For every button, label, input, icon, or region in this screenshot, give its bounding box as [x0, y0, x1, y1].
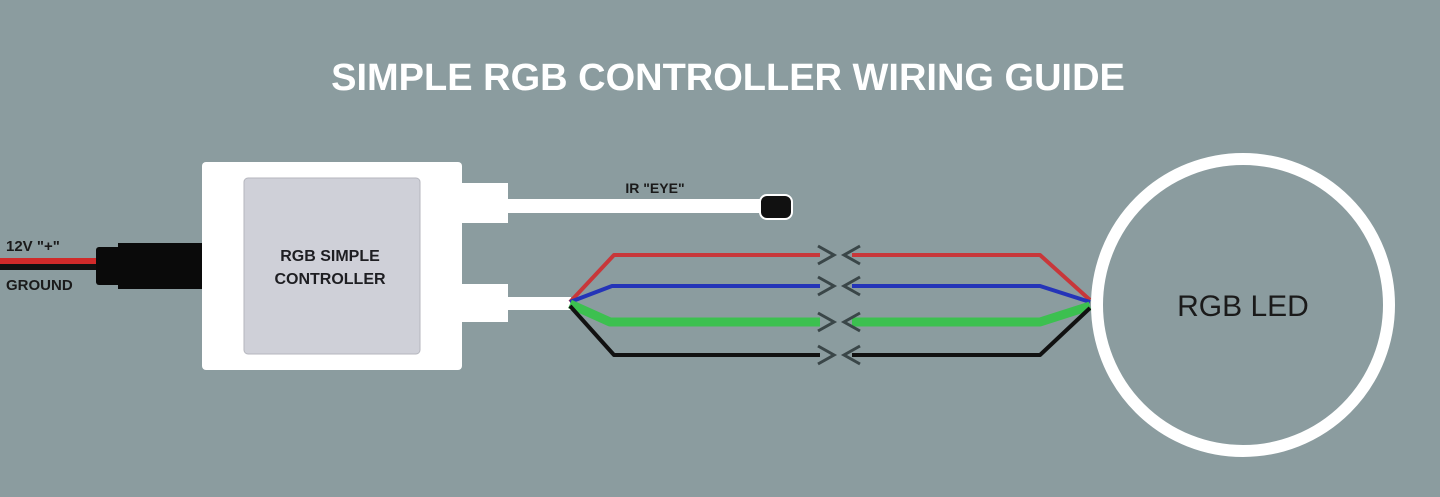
arrow-left-icon [840, 244, 861, 266]
rgb-led-ring [1091, 153, 1395, 457]
diagram-title: SIMPLE RGB CONTROLLER WIRING GUIDE [331, 57, 1125, 99]
rgb-controller [202, 162, 571, 370]
arrow-right-icon [817, 311, 838, 333]
black-wire [568, 304, 820, 357]
rgb-wires [568, 253, 1092, 357]
ground-label: GROUND [6, 277, 73, 294]
ir-eye-cable [505, 194, 793, 220]
arrow-right-icon [817, 244, 838, 266]
red-wire [568, 253, 820, 304]
blue-wire-right [852, 284, 1091, 304]
blue-wire [569, 284, 820, 304]
power-input-cable [0, 243, 204, 289]
ir-eye-label: IR "EYE" [625, 180, 684, 196]
positive-label: 12V "+" [6, 238, 60, 255]
connector-arrows [817, 244, 861, 366]
arrow-left-icon [840, 275, 861, 297]
arrow-right-icon [817, 344, 838, 366]
red-wire-right [852, 253, 1092, 302]
black-wire-right [852, 306, 1092, 357]
controller-label-line1: RGB SIMPLE [280, 248, 380, 265]
arrow-left-icon [840, 311, 861, 333]
rgb-led-label: RGB LED [1177, 290, 1309, 323]
green-wire [568, 299, 820, 327]
controller-label-line2: CONTROLLER [274, 271, 386, 288]
arrow-right-icon [817, 275, 838, 297]
arrow-left-icon [840, 344, 861, 366]
green-wire-right [852, 301, 1092, 327]
